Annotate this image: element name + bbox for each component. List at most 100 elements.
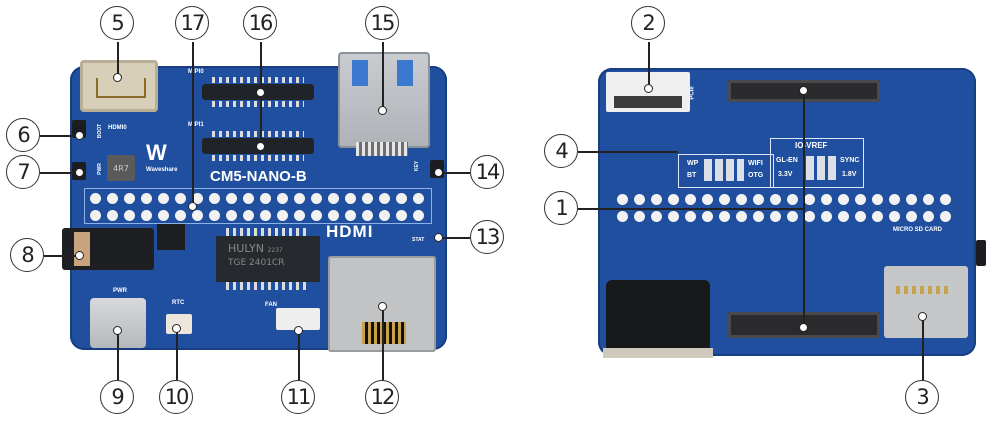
gpio-pin: [396, 193, 407, 204]
callout-dot-7: [75, 168, 84, 177]
usb3-tab-right: [397, 60, 413, 86]
gpio-pin: [838, 211, 849, 222]
gpio-pin: [209, 210, 220, 221]
callout-17: 17: [175, 6, 209, 40]
mipi0-pins-top: [212, 77, 304, 83]
gpio-pin: [277, 193, 288, 204]
callout-dot-13: [434, 233, 443, 242]
gpio-pin: [668, 194, 679, 205]
gpio-pin: [821, 194, 832, 205]
gpio-pin: [277, 210, 288, 221]
callout-5: 5: [100, 6, 134, 40]
callout-8: 8: [10, 238, 44, 272]
transformer-pins-bottom: [226, 282, 308, 290]
callout-line-11: [298, 330, 300, 380]
callout-dot-6: [75, 131, 84, 140]
gpio-pin: [158, 210, 169, 221]
callout-line-13: [442, 237, 470, 239]
gpio-pin: [175, 193, 186, 204]
gpio-pin: [719, 194, 730, 205]
gpio-pin: [345, 210, 356, 221]
gpio-pin: [804, 194, 815, 205]
side-button: [976, 240, 986, 266]
ethernet-back: [606, 280, 710, 350]
mipi1-pins-top: [212, 131, 304, 137]
v18-silk: 1.8V: [842, 171, 857, 178]
gpio-pin: [209, 193, 220, 204]
callout-3: 3: [905, 380, 939, 414]
io-vref-block: [770, 138, 864, 188]
gpio-pin: [413, 210, 424, 221]
gpio-pin: [124, 193, 135, 204]
callout-line-1-vertical: [803, 90, 805, 328]
gpio-pin: [311, 210, 322, 221]
gpio-pin: [124, 210, 135, 221]
callout-12: 12: [365, 380, 399, 414]
gpio-pin: [651, 211, 662, 222]
gpio-pin: [787, 194, 798, 205]
otg-silk: OTG: [748, 172, 764, 179]
callout-1: 1: [544, 191, 578, 225]
pcie-latch: [614, 96, 682, 108]
hdmi0-silk: HDMI0: [108, 125, 127, 131]
sync-silk: SYNC: [840, 157, 860, 164]
gpio-pin: [855, 194, 866, 205]
bt-silk: BT: [687, 172, 697, 179]
gpio-pin: [192, 193, 203, 204]
wp-silk: WP: [687, 160, 699, 167]
callout-dot-11: [294, 326, 303, 335]
gpio-pin: [260, 210, 271, 221]
gpio-pin: [107, 193, 118, 204]
gpio-pin: [838, 194, 849, 205]
io-vref-silk: IO-VREF: [795, 141, 828, 150]
callout-dot-5: [113, 73, 122, 82]
mipi0-label: MIPI0: [188, 69, 204, 75]
gpio-pin: [175, 210, 186, 221]
pcie-silk: PCIe: [689, 86, 696, 100]
gpio-pin: [804, 211, 815, 222]
rtc-silk: RTC: [172, 300, 185, 306]
vref-pads: [806, 156, 838, 180]
v33-silk: 3.3V: [778, 171, 793, 178]
gpio-pin: [923, 211, 934, 222]
gpio-pin: [141, 210, 152, 221]
gpio-pin: [294, 193, 305, 204]
mipi1-pins-bottom: [212, 155, 304, 161]
callout-7: 7: [6, 155, 40, 189]
micro-sd-contacts: [896, 286, 952, 294]
small-ic: [157, 224, 185, 250]
gpio-pin: [158, 193, 169, 204]
callout-dot-16b: [256, 142, 265, 151]
gpio-pin: [243, 193, 254, 204]
callout-line-1: [578, 208, 804, 210]
key-silk: KEY: [414, 160, 421, 172]
gpio-pin: [889, 211, 900, 222]
gpio-pin: [192, 210, 203, 221]
callout-13: 13: [470, 220, 504, 254]
callout-line-8: [44, 255, 78, 257]
gpio-pin: [923, 194, 934, 205]
callout-16: 16: [243, 6, 277, 40]
gpio-pin: [702, 194, 713, 205]
callout-line-3: [922, 316, 924, 380]
gpio-pin: [328, 210, 339, 221]
gpio-pin: [940, 194, 951, 205]
micro-sd-silk: MICRO SD CARD: [893, 227, 942, 233]
gl-en-silk: GL-EN: [776, 157, 798, 164]
micro-sd-slot[interactable]: [884, 266, 968, 338]
callout-dot-15: [378, 106, 387, 115]
gpio-pin: [889, 194, 900, 205]
hdmi-logo: HDMI: [326, 222, 374, 241]
jumper-block: [678, 154, 774, 188]
callout-line-5: [117, 42, 119, 74]
gpio-header-front: [84, 188, 432, 224]
usb3-pins: [356, 142, 408, 156]
callout-dot-9: [113, 326, 122, 335]
callout-dot-1a: [799, 86, 808, 95]
callout-line-7: [40, 172, 78, 174]
callout-line-14: [442, 172, 470, 174]
pwr-silk: PWR: [113, 288, 127, 294]
gpio-pin: [736, 211, 747, 222]
callout-11: 11: [281, 380, 315, 414]
gpio-pin: [787, 211, 798, 222]
